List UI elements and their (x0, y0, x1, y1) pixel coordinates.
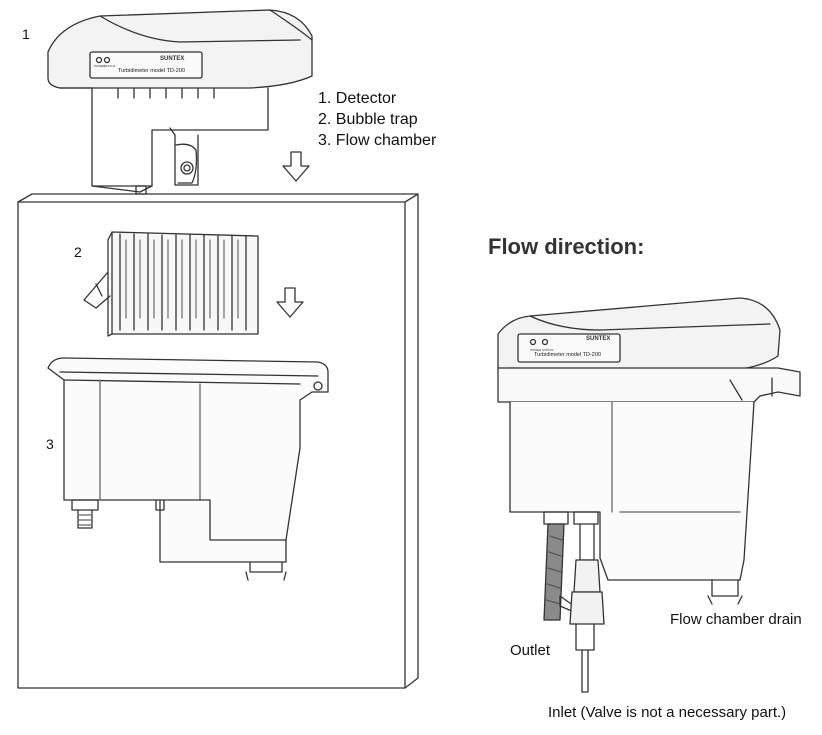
legend-item-bubble-trap: 2. Bubble trap (318, 111, 418, 128)
outlet-hose (543, 523, 565, 621)
parts-legend: 1. Detector 2. Bubble trap 3. Flow chamb… (318, 88, 436, 151)
detector-label-plate (89, 51, 203, 79)
down-arrow-icon (276, 287, 304, 318)
model-text-assembled: Turbidimeter model TD-200 (534, 352, 601, 358)
outlet-caption: Outlet (510, 642, 551, 659)
status-label-assembled: STATUS (542, 348, 554, 352)
flow-chamber-number: 3 (46, 436, 54, 452)
down-arrow-icon (282, 151, 310, 182)
assembled-unit-drawing (497, 297, 801, 693)
drain-caption: Flow chamber drain (670, 611, 802, 628)
inlet-caption: Inlet (Valve is not a necessary part.) (548, 704, 787, 721)
power-led-icon (95, 56, 103, 64)
flow-direction-title: Flow direction: (488, 234, 645, 259)
brand-logo: SUNTEX (160, 56, 185, 62)
status-label: STATUS (104, 64, 116, 68)
assembled-label-plate (517, 333, 621, 363)
status-led-icon (103, 56, 111, 64)
model-text: Turbidimeter model TD-200 (118, 68, 185, 74)
detector-number: 1 (22, 26, 30, 42)
power-label-assembled: POWER (530, 348, 542, 352)
legend-item-detector: 1. Detector (318, 90, 397, 107)
bubble-trap-number: 2 (74, 244, 82, 260)
status-led-icon (541, 338, 549, 346)
power-label: POWER (94, 64, 106, 68)
legend-item-flow-chamber: 3. Flow chamber (318, 132, 437, 149)
detector-drawing (47, 9, 313, 195)
brand-logo-assembled: SUNTEX (586, 336, 611, 342)
valve-icon (569, 591, 605, 625)
bubble-trap-drawing (83, 231, 259, 337)
flow-chamber-drawing (47, 357, 329, 581)
power-led-icon (529, 338, 537, 346)
